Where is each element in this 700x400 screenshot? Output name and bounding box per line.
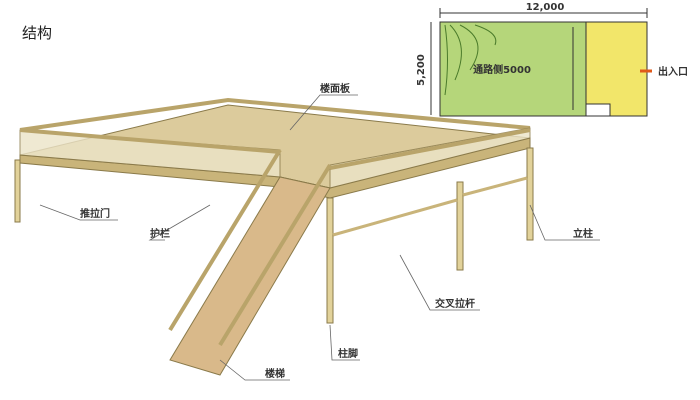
label-post: 立柱 xyxy=(573,227,593,240)
label-brace: 交叉拉杆 xyxy=(435,297,475,310)
leader-lines xyxy=(39,94,600,381)
label-foot: 柱脚 xyxy=(338,347,358,360)
label-stairs: 楼梯 xyxy=(265,367,285,380)
plan-width: 12,000 xyxy=(526,2,565,13)
label-gate: 推拉门 xyxy=(80,207,110,220)
plan-aisle: 通路侧5000 xyxy=(473,63,531,76)
plan-view: 12,000 5,200 通路侧5000 出入口 xyxy=(416,2,688,117)
label-rail: 护栏 xyxy=(150,227,170,240)
label-floor: 楼面板 xyxy=(320,82,351,95)
diagram-title: 结构 xyxy=(22,24,52,42)
plan-entrance: 出入口 xyxy=(658,65,688,78)
platform xyxy=(14,97,534,376)
plan-depth: 5,200 xyxy=(416,54,427,86)
